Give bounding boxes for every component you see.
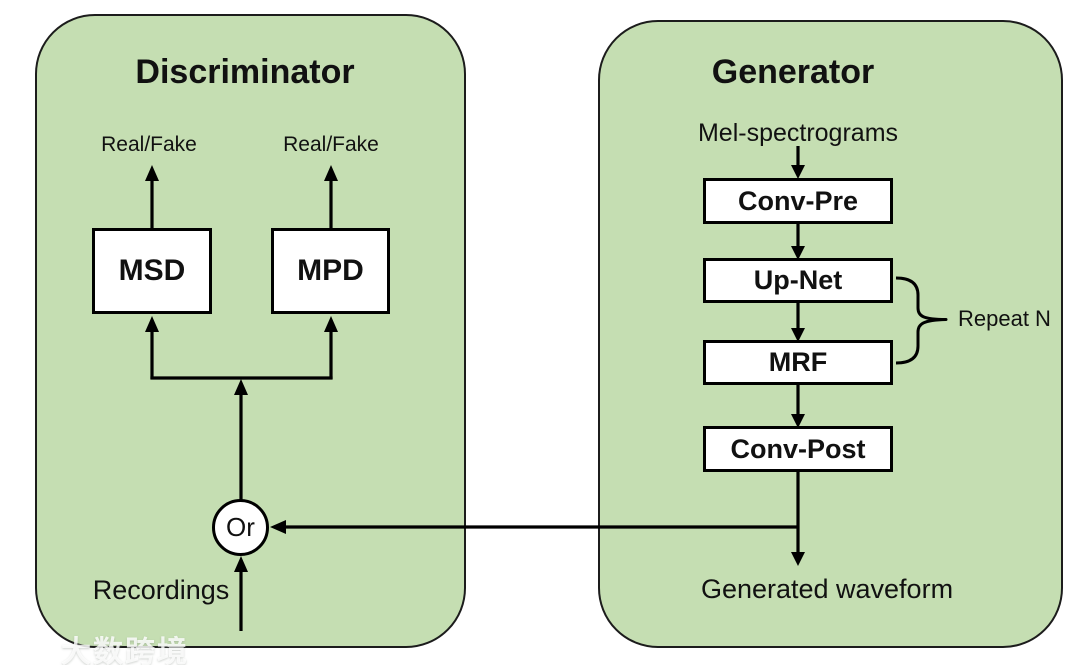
or-node: Or	[212, 499, 269, 556]
k100-logo-icon	[6, 632, 55, 665]
up-net-box: Up-Net	[703, 258, 893, 303]
watermark: 大数跨境	[2, 627, 189, 665]
conv-post-box: Conv-Post	[703, 426, 893, 472]
repeat-n-label: Repeat N	[958, 306, 1051, 331]
mel-spectrograms-label: Mel-spectrograms	[697, 119, 899, 147]
discriminator-title: Discriminator	[135, 53, 355, 91]
msd-box: MSD	[92, 228, 212, 314]
real-fake-label-right: Real/Fake	[283, 133, 379, 156]
generator-title: Generator	[711, 53, 875, 91]
real-fake-label-left: Real/Fake	[101, 133, 197, 156]
mrf-box: MRF	[703, 340, 893, 385]
generated-waveform-label: Generated waveform	[700, 574, 954, 604]
recordings-label: Recordings	[92, 575, 230, 605]
conv-pre-box: Conv-Pre	[703, 178, 893, 224]
mpd-box: MPD	[271, 228, 390, 314]
watermark-text: 大数跨境	[61, 636, 189, 665]
generator-panel	[598, 20, 1063, 648]
